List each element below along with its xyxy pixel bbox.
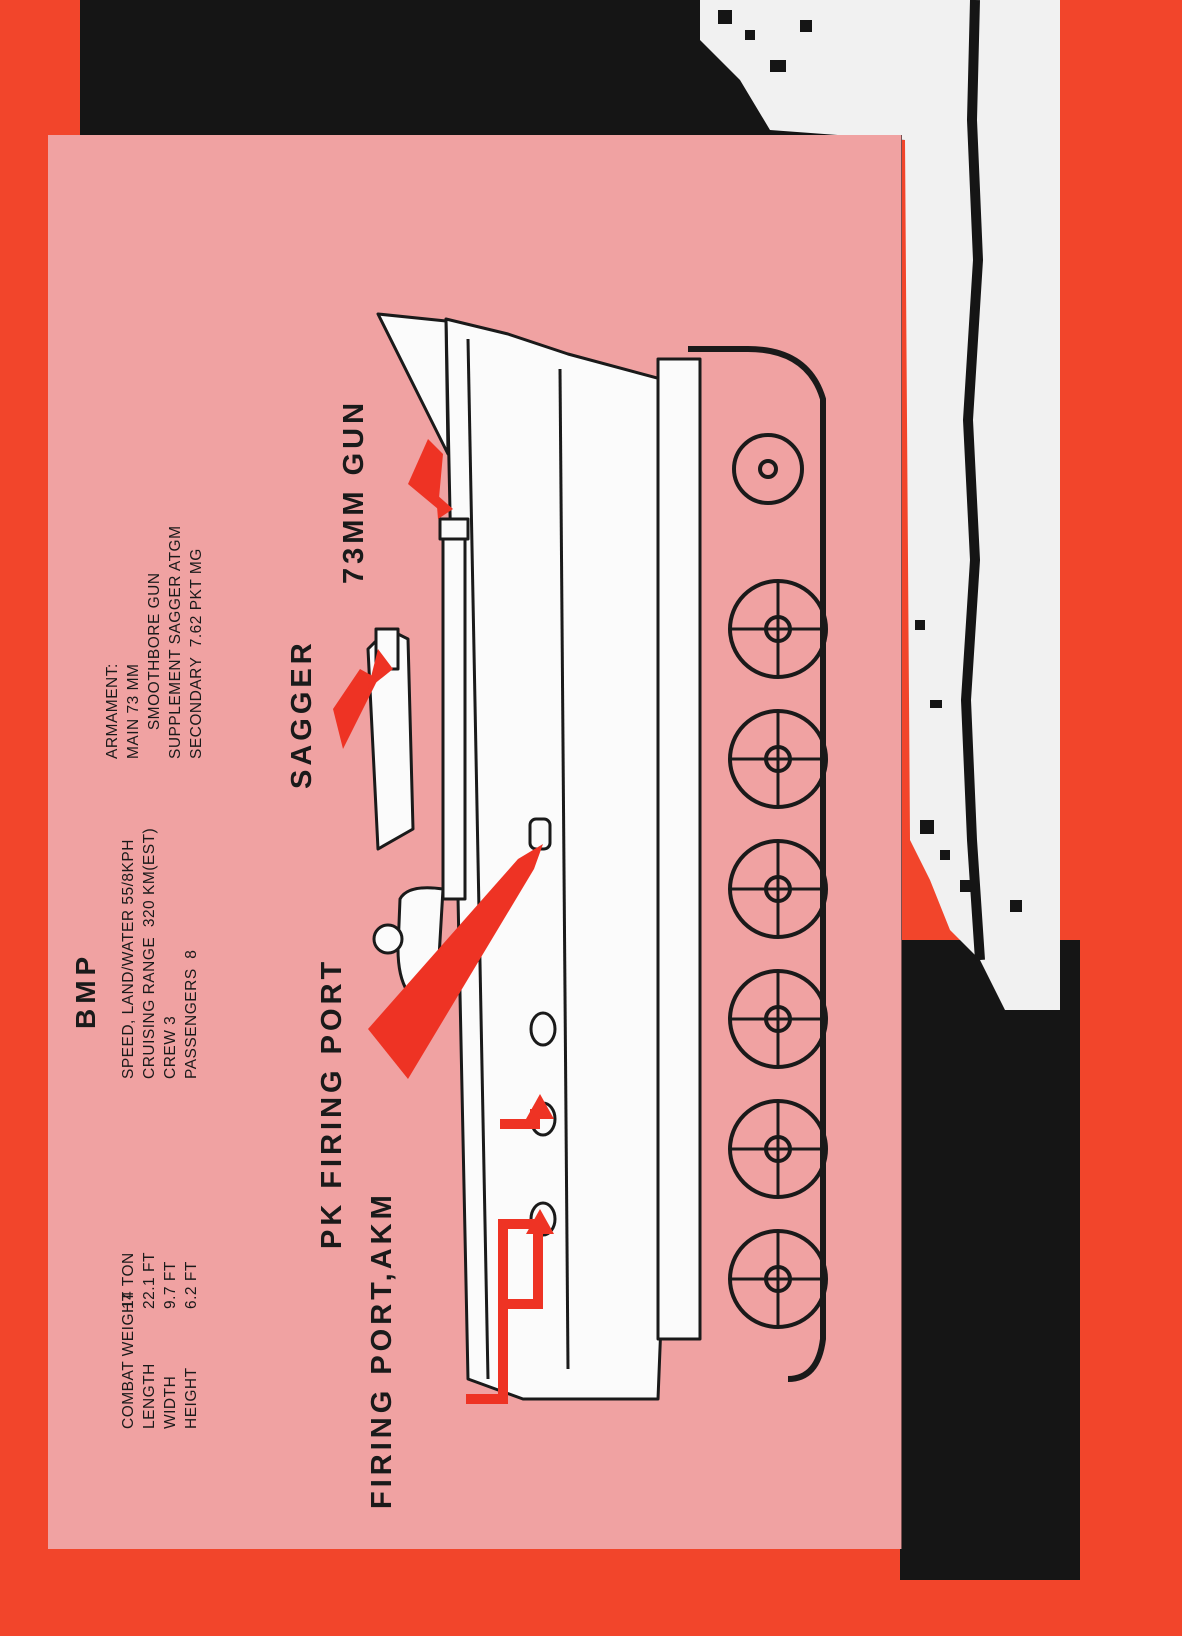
vehicle-title: BMP	[70, 951, 101, 1029]
callout-pk-firing-port: PK FIRING PORT	[316, 957, 348, 1249]
specs-middle: SPEED, LAND/WATER 55/8KPH CRUISING RANGE…	[120, 827, 200, 1079]
rotated-content: BMP COMBAT WEIGHT LENGTH WIDTH HEIGHT 14…	[48, 135, 901, 1549]
specs-left-labels: COMBAT WEIGHT LENGTH WIDTH HEIGHT	[120, 1291, 200, 1429]
specs-right: ARMAMENT: MAIN 73 MM SMOOTHBORE GUN SUPP…	[104, 525, 205, 759]
callout-firing-port-akm: FIRING PORT,AKM	[366, 1191, 398, 1509]
callout-sagger: SAGGER	[286, 639, 318, 789]
bmp-vehicle-drawing	[333, 312, 828, 1404]
callout-73mm-gun: 73MM GUN	[338, 398, 370, 584]
diagram-stage: BMP COMBAT WEIGHT LENGTH WIDTH HEIGHT 14…	[48, 135, 901, 1549]
specs-left-values: 14 TON 22.1 FT 9.7 FT 6.2 FT	[120, 1252, 200, 1309]
